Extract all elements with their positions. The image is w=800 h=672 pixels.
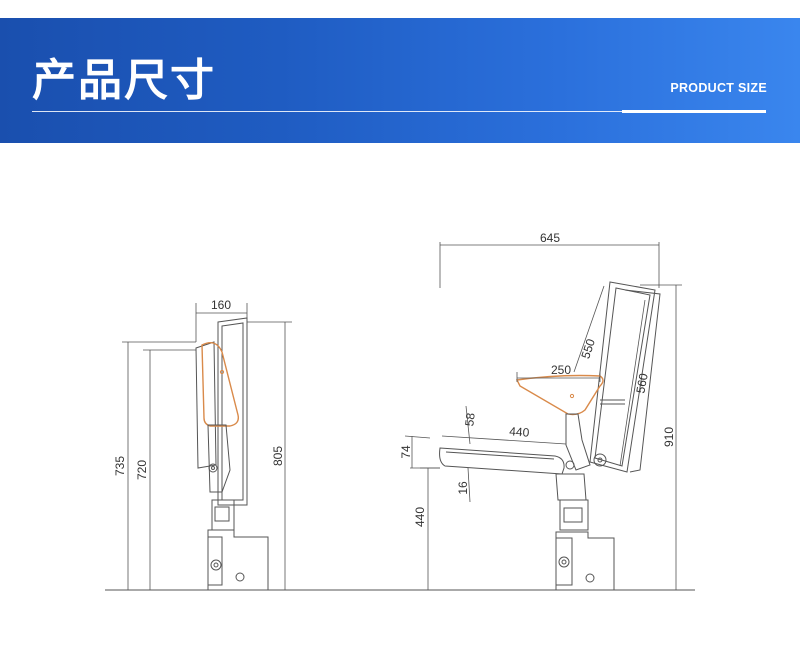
dim-16: 16 (456, 481, 470, 495)
dim-805: 805 (271, 446, 285, 466)
page-subtitle: PRODUCT SIZE (670, 81, 767, 95)
page-title: 产品尺寸 (32, 55, 216, 106)
dim-645: 645 (540, 231, 560, 245)
dim-550: 550 (578, 337, 598, 361)
right-dimension-lines (404, 242, 682, 590)
dim-910: 910 (662, 427, 676, 447)
left-dimension-lines (122, 303, 292, 590)
open-chair (439, 281, 661, 591)
dim-720: 720 (135, 460, 149, 480)
dim-440-depth: 440 (509, 424, 530, 439)
folded-chair (195, 317, 269, 591)
header-banner: 产品尺寸 PRODUCT SIZE (0, 18, 800, 143)
armrest-open (515, 374, 604, 416)
dim-440-height: 440 (413, 507, 427, 527)
armrest-folded (201, 342, 240, 427)
dim-58: 58 (462, 412, 477, 427)
dim-160: 160 (211, 298, 231, 312)
dim-560: 560 (633, 372, 650, 394)
header-divider (32, 111, 622, 112)
dim-250: 250 (551, 363, 571, 377)
header-divider-accent (622, 110, 766, 113)
dim-74: 74 (399, 445, 413, 459)
dim-735: 735 (113, 456, 127, 476)
